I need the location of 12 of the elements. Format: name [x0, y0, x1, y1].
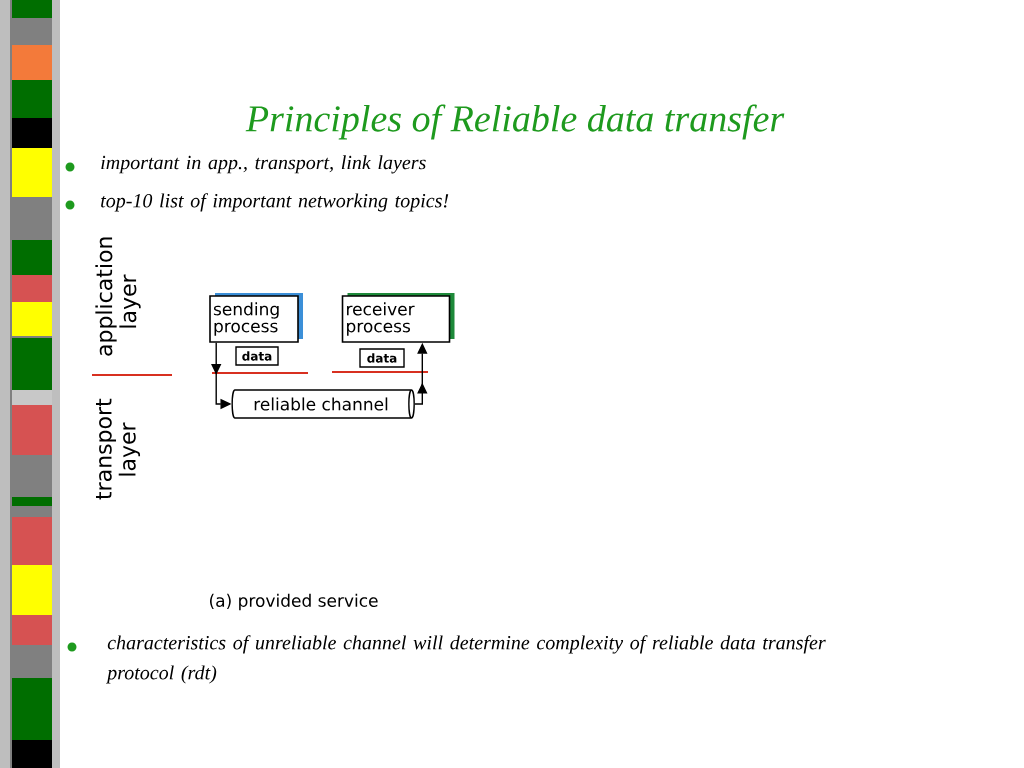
layer-label: application layer — [95, 237, 141, 356]
data-box: data — [359, 348, 405, 368]
title: Principles of Reliable data transfer — [245, 104, 785, 140]
bullet-text: top-10 list of important networking topics! — [101, 193, 449, 212]
bullet-text: characteristics of unreliable channel will determine complexity of reliable data transfer protocol (rdt) — [106, 635, 826, 684]
process-box: receiver process — [341, 293, 455, 343]
bullet-text: important in app., transport, link layers — [101, 155, 426, 174]
layer-label: transport layer — [96, 398, 140, 500]
data-box: data — [235, 346, 279, 366]
caption: (a) provided service — [210, 593, 378, 611]
process-box: sending process — [209, 293, 303, 343]
channel-cylinder: reliable channel — [231, 389, 415, 419]
